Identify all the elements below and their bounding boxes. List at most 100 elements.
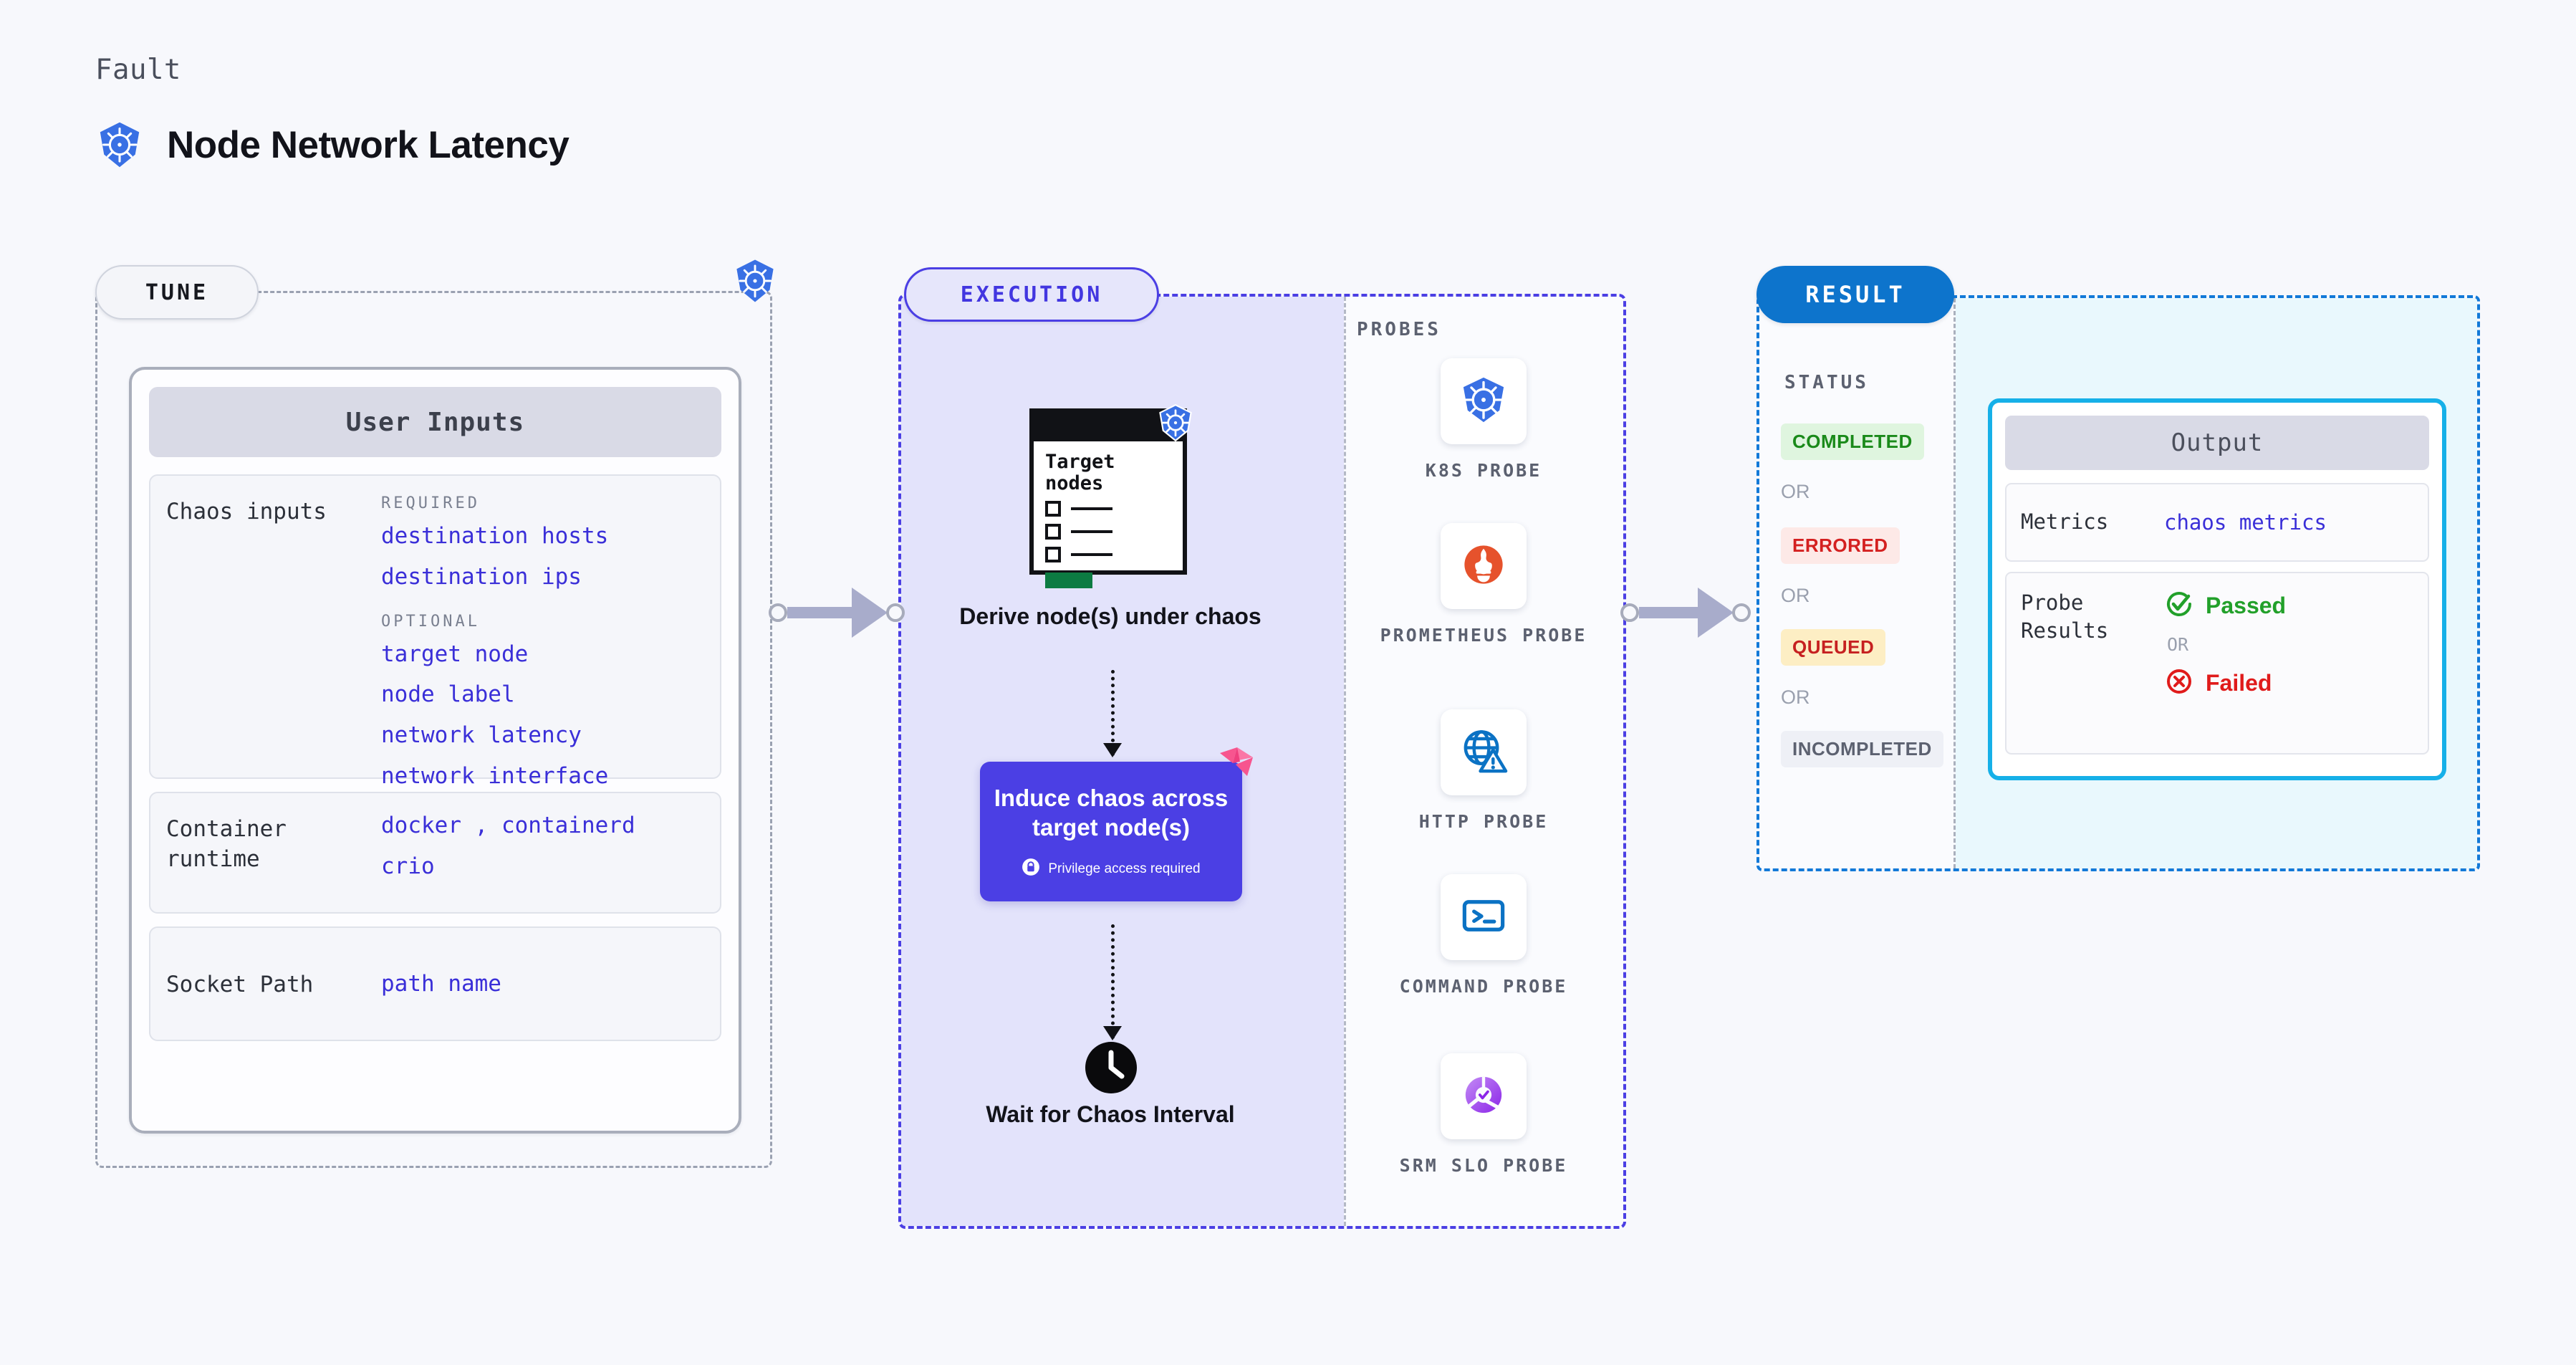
input-node-label[interactable]: node label bbox=[381, 681, 515, 708]
probe-command[interactable]: COMMAND PROBE bbox=[1344, 874, 1623, 999]
probe-tile bbox=[1441, 709, 1527, 795]
connector-execution-to-result bbox=[1620, 588, 1751, 638]
probe-label: SRM SLO PROBE bbox=[1399, 1155, 1568, 1176]
user-inputs-card: User Inputs Chaos inputs REQUIRED destin… bbox=[129, 367, 741, 1134]
input-destination-ips[interactable]: destination ips bbox=[381, 563, 582, 590]
srm-slo-icon bbox=[1457, 1068, 1510, 1125]
metrics-label: Metrics bbox=[2021, 509, 2109, 535]
probe-result-failed: Failed bbox=[2164, 666, 2413, 700]
input-target-node[interactable]: target node bbox=[381, 641, 529, 667]
tab-tune[interactable]: TUNE bbox=[95, 265, 259, 320]
connector-dot-right bbox=[886, 603, 905, 622]
status-badge-errored: ERRORED bbox=[1781, 527, 1900, 564]
probe-label: COMMAND PROBE bbox=[1399, 976, 1568, 997]
list-line bbox=[1071, 530, 1112, 534]
tab-result[interactable]: RESULT bbox=[1756, 266, 1954, 323]
lock-icon bbox=[1022, 858, 1040, 880]
status-column bbox=[1759, 298, 1956, 868]
kubernetes-icon bbox=[1156, 403, 1195, 442]
optional-caption: OPTIONAL bbox=[381, 612, 480, 631]
probe-tile bbox=[1441, 1053, 1527, 1139]
execution-region bbox=[898, 294, 1626, 1229]
kubernetes-icon bbox=[95, 120, 144, 169]
progress-bar bbox=[1045, 573, 1092, 589]
target-nodes-card: Target nodes bbox=[1029, 408, 1187, 589]
status-caption: STATUS bbox=[1784, 372, 1869, 393]
privilege-note-text: Privilege access required bbox=[1048, 861, 1201, 876]
connector-dot-right bbox=[1732, 603, 1751, 622]
probe-result-passed: Passed bbox=[2164, 589, 2413, 623]
checkbox-icon[interactable] bbox=[1045, 547, 1061, 563]
tab-execution[interactable]: EXECUTION bbox=[904, 267, 1159, 322]
connector-dot-left bbox=[1620, 603, 1639, 622]
check-circle-icon bbox=[2164, 589, 2194, 623]
status-badge-incompleted: INCOMPLETED bbox=[1781, 731, 1943, 767]
list-line bbox=[1071, 507, 1112, 511]
connector-arrowhead bbox=[852, 588, 888, 638]
eyebrow-label: Fault bbox=[95, 54, 181, 86]
page-title-row: Node Network Latency bbox=[95, 120, 569, 169]
metrics-value[interactable]: chaos metrics bbox=[2164, 510, 2327, 535]
status-or-1: OR bbox=[1781, 481, 1810, 502]
privilege-note: Privilege access required bbox=[1022, 858, 1201, 880]
x-circle-icon bbox=[2164, 666, 2194, 700]
page-title: Node Network Latency bbox=[167, 123, 569, 166]
probe-label: K8S PROBE bbox=[1425, 460, 1542, 481]
connector-bar bbox=[1639, 607, 1699, 618]
probe-tile bbox=[1441, 358, 1527, 444]
probe-http[interactable]: HTTP PROBE bbox=[1344, 709, 1623, 834]
chaos-inputs-label: Chaos inputs bbox=[166, 499, 327, 525]
probe-results-row: Probe Results Passed OR bbox=[2005, 572, 2429, 755]
socket-path-label: Socket Path bbox=[166, 972, 314, 998]
container-runtime-label: Container runtime bbox=[166, 816, 287, 872]
wait-interval-caption: Wait for Chaos Interval bbox=[986, 1101, 1235, 1127]
prometheus-icon bbox=[1457, 538, 1510, 595]
list-line bbox=[1071, 553, 1112, 557]
container-runtime-section: Container runtime docker , containerd cr… bbox=[149, 792, 721, 914]
input-path-name[interactable]: path name bbox=[381, 970, 501, 997]
probe-tile bbox=[1441, 523, 1527, 609]
input-runtime-docker-containerd[interactable]: docker , containerd bbox=[381, 813, 635, 838]
failed-label: Failed bbox=[2206, 670, 2272, 696]
flow-arrow-1 bbox=[1103, 670, 1122, 757]
probe-prometheus[interactable]: PROMETHEUS PROBE bbox=[1344, 523, 1623, 648]
status-badge-queued: QUEUED bbox=[1781, 629, 1886, 666]
checkbox-row bbox=[1045, 501, 1171, 517]
probe-k8s[interactable]: K8S PROBE bbox=[1344, 358, 1623, 483]
induce-chaos-text: Induce chaos across target node(s) bbox=[994, 784, 1229, 840]
connector-dot-left bbox=[769, 603, 787, 622]
checkbox-row bbox=[1045, 547, 1171, 563]
input-runtime-crio[interactable]: crio bbox=[381, 853, 435, 879]
checkbox-icon[interactable] bbox=[1045, 501, 1061, 517]
chaos-inputs-section: Chaos inputs REQUIRED destination hosts … bbox=[149, 474, 721, 789]
input-destination-hosts[interactable]: destination hosts bbox=[381, 523, 609, 549]
checkbox-icon[interactable] bbox=[1045, 524, 1061, 540]
status-or-3: OR bbox=[1781, 686, 1810, 708]
input-network-interface[interactable]: network interface bbox=[381, 762, 609, 789]
probe-srm-slo[interactable]: SRM SLO PROBE bbox=[1344, 1053, 1623, 1178]
connector-tune-to-execution bbox=[769, 588, 905, 638]
required-caption: REQUIRED bbox=[381, 494, 480, 512]
tune-region bbox=[95, 291, 772, 1168]
induce-chaos-box: Induce chaos across target node(s) Privi… bbox=[980, 762, 1242, 901]
target-nodes-title: Target nodes bbox=[1045, 451, 1115, 494]
socket-path-section: Socket Path path name bbox=[149, 926, 721, 1041]
probe-label: HTTP PROBE bbox=[1418, 811, 1549, 832]
output-card: Output Metrics chaos metrics Probe Resul… bbox=[1988, 398, 2446, 780]
terminal-icon bbox=[1457, 889, 1510, 946]
probe-label: PROMETHEUS PROBE bbox=[1380, 625, 1587, 646]
kubernetes-icon bbox=[732, 258, 778, 304]
input-network-latency[interactable]: network latency bbox=[381, 722, 582, 748]
metrics-row: Metrics chaos metrics bbox=[2005, 483, 2429, 562]
checkbox-row bbox=[1045, 524, 1171, 540]
probes-title: PROBES bbox=[1357, 319, 1441, 340]
user-inputs-title: User Inputs bbox=[149, 387, 721, 457]
status-or-2: OR bbox=[1781, 585, 1810, 606]
output-title: Output bbox=[2005, 416, 2429, 470]
card-title-bar bbox=[1034, 413, 1183, 441]
flow-arrow-2 bbox=[1103, 924, 1122, 1040]
probe-tile bbox=[1441, 874, 1527, 960]
status-badge-completed: COMPLETED bbox=[1781, 423, 1924, 460]
passed-label: Passed bbox=[2206, 593, 2287, 618]
